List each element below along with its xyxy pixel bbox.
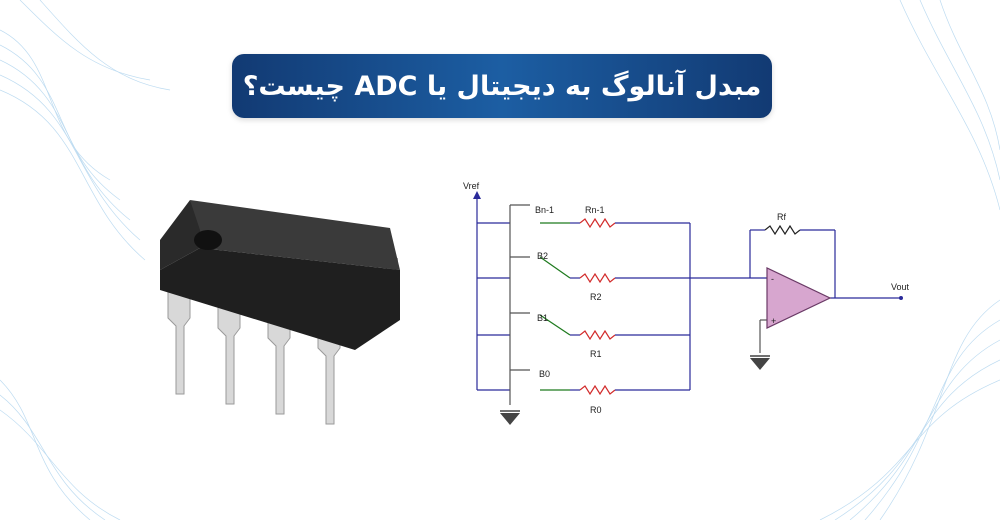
chip-notch — [194, 230, 222, 250]
bit-label-b2: B2 — [537, 251, 548, 261]
vout-terminal — [899, 296, 903, 300]
resistor-rn-1 — [579, 217, 616, 229]
chip-body — [160, 200, 400, 350]
resistor-r0 — [579, 384, 616, 396]
resistor-label-r0: R0 — [590, 405, 602, 415]
opamp-minus-sign: - — [771, 274, 774, 284]
ground-symbols — [500, 355, 770, 425]
op-amp — [766, 267, 832, 329]
chip-pins — [167, 287, 341, 425]
title-banner: مبدل آنالوگ به دیجیتال یا ADC چیست؟ — [232, 54, 772, 118]
switch-b1 — [539, 314, 571, 336]
ic-chip-image — [160, 200, 400, 425]
vref-label: Vref — [463, 181, 480, 191]
resistor-label-rn-1: Rn-1 — [585, 205, 605, 215]
resistor-r2 — [579, 272, 616, 284]
resistor-label-r2: R2 — [590, 292, 602, 302]
resistor-label-r1: R1 — [590, 349, 602, 359]
bit-label-bn-1: Bn-1 — [535, 205, 554, 215]
ground-icon — [750, 358, 770, 370]
feedback-resistor — [764, 224, 801, 236]
vref-arrow — [473, 191, 481, 199]
switch-b2 — [539, 256, 571, 279]
opamp-plus-sign: + — [771, 316, 776, 326]
bit-label-b0: B0 — [539, 369, 550, 379]
bit-label-b1: B1 — [537, 313, 548, 323]
ground-icon — [500, 413, 520, 425]
resistor-r1 — [579, 329, 616, 341]
dac-circuit-diagram: - + Vref Bn-1 B2 B1 B0 Rn-1 R2 R1 R0 Rf … — [463, 181, 910, 425]
page-title: مبدل آنالوگ به دیجیتال یا ADC چیست؟ — [242, 70, 762, 102]
resistor-label-rf: Rf — [777, 212, 786, 222]
vout-label: Vout — [891, 282, 910, 292]
